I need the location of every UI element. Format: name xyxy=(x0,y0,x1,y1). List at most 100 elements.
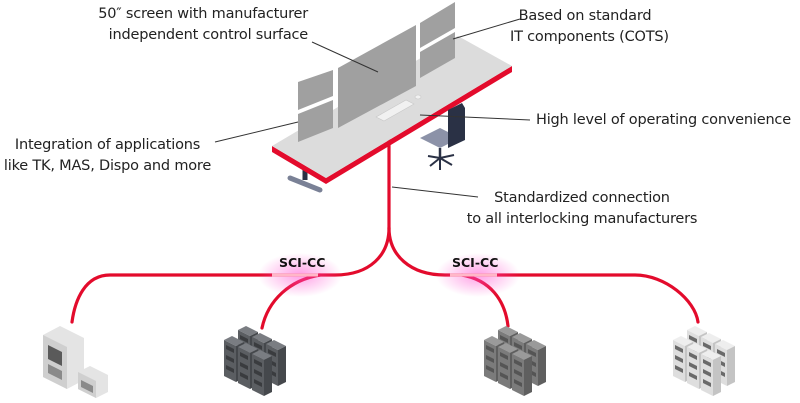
rack-unit xyxy=(226,355,234,363)
rack-unit xyxy=(226,345,234,353)
rack-unit xyxy=(266,340,286,350)
callout-screen: 50″ screen with manufacturer independent… xyxy=(60,4,308,46)
equipment-server-racks-gray xyxy=(484,326,546,396)
callout-cots: Based on standard IT components (COTS) xyxy=(510,6,669,48)
rack-unit xyxy=(498,343,518,353)
rack-unit xyxy=(687,343,707,353)
rack-unit xyxy=(514,379,522,387)
sci-cc-label-right: SCI-CC xyxy=(452,255,499,270)
rack-unit xyxy=(701,350,721,360)
rack-unit xyxy=(675,355,683,363)
callout-connection-line2: to all interlocking manufacturers xyxy=(466,211,698,227)
rack-unit xyxy=(512,333,532,343)
rack-unit xyxy=(512,350,532,360)
rack-unit xyxy=(224,336,244,346)
leader-lines xyxy=(214,18,531,198)
rack-unit xyxy=(701,333,721,343)
rack-unit xyxy=(254,342,262,350)
screen-right-bottom xyxy=(420,32,455,78)
rack-unit xyxy=(500,372,508,380)
rack-unit xyxy=(689,335,697,343)
rack-unit xyxy=(486,355,494,363)
rack-unit xyxy=(254,369,262,377)
rack-unit xyxy=(268,349,276,357)
rack-unit xyxy=(486,365,494,373)
rack-unit xyxy=(703,342,711,350)
rack-unit xyxy=(689,362,697,370)
desk-foot-left xyxy=(287,175,323,193)
rack-unit xyxy=(524,356,532,396)
rack-unit xyxy=(240,335,248,343)
rack-unit xyxy=(254,379,262,387)
rack-unit xyxy=(689,372,697,380)
equipment-cabinets-light xyxy=(673,326,735,396)
rack-unit xyxy=(717,349,725,357)
callout-cots-line1: Based on standard xyxy=(518,8,652,24)
equipment-relay-cabinets xyxy=(43,326,108,398)
rack-unit xyxy=(278,346,286,386)
rack-unit xyxy=(675,345,683,353)
rack-unit xyxy=(715,340,735,350)
rack-unit xyxy=(687,326,707,336)
keyboard xyxy=(375,99,415,122)
screen-left-bottom xyxy=(298,100,333,142)
rack-unit xyxy=(703,369,711,377)
office-chair xyxy=(420,103,465,170)
rack-unit xyxy=(713,356,721,396)
rack-unit xyxy=(727,346,735,386)
callout-applications-line2: like TK, MAS, Dispo and more xyxy=(3,158,212,174)
screen-left-top xyxy=(298,70,333,110)
callout-convenience-line1: High level of operating convenience xyxy=(536,112,791,128)
rack-unit xyxy=(240,372,248,380)
callout-screen-line1: 50″ screen with manufacturer xyxy=(98,6,308,22)
leader-screen xyxy=(311,41,379,73)
leader-connection xyxy=(391,186,479,198)
workstation-desk xyxy=(272,2,512,193)
rack-unit xyxy=(484,336,504,346)
desk-top xyxy=(272,36,512,178)
rack-unit xyxy=(703,359,711,367)
equipment-server-racks-dark xyxy=(224,326,286,396)
rack-unit xyxy=(514,342,522,350)
rack-unit xyxy=(514,369,522,377)
rack-unit xyxy=(264,356,272,396)
leader-convenience xyxy=(419,114,531,121)
branch-right xyxy=(387,226,700,324)
rack-unit xyxy=(689,352,697,360)
rack-unit xyxy=(675,365,683,373)
rack-unit xyxy=(673,336,693,346)
leader-cots xyxy=(452,18,521,40)
screen-center xyxy=(338,25,416,128)
sci-cc-label-left: SCI-CC xyxy=(279,255,326,270)
rack-unit xyxy=(703,379,711,387)
chair-back xyxy=(448,103,465,148)
callout-connection: Standardized connection to all interlock… xyxy=(462,188,702,230)
rack-unit xyxy=(528,349,536,357)
rack-unit xyxy=(500,352,508,360)
rack-unit xyxy=(252,350,272,360)
rack-unit xyxy=(238,343,258,353)
callout-connection-line1: Standardized connection xyxy=(494,190,670,206)
leader-applications xyxy=(214,121,299,143)
rack-unit xyxy=(254,359,262,367)
rack-unit xyxy=(500,362,508,370)
rack-unit xyxy=(252,333,272,343)
rack-unit xyxy=(500,335,508,343)
rack-unit xyxy=(514,359,522,367)
rack-unit xyxy=(538,346,546,386)
rack-unit xyxy=(240,352,248,360)
rack-unit xyxy=(240,362,248,370)
callout-convenience: High level of operating convenience xyxy=(536,110,791,131)
rack-unit xyxy=(498,326,518,336)
rack-unit xyxy=(238,326,258,336)
chair-base xyxy=(427,154,455,170)
rack-unit xyxy=(526,340,546,350)
mouse xyxy=(414,94,422,100)
rack-unit xyxy=(486,345,494,353)
callout-applications-line1: Integration of applications xyxy=(14,137,201,153)
callout-applications: Integration of applications like TK, MAS… xyxy=(0,135,215,177)
screen-right-top xyxy=(420,2,455,48)
callout-cots-line2: IT components (COTS) xyxy=(510,29,669,45)
rack-unit xyxy=(226,365,234,373)
